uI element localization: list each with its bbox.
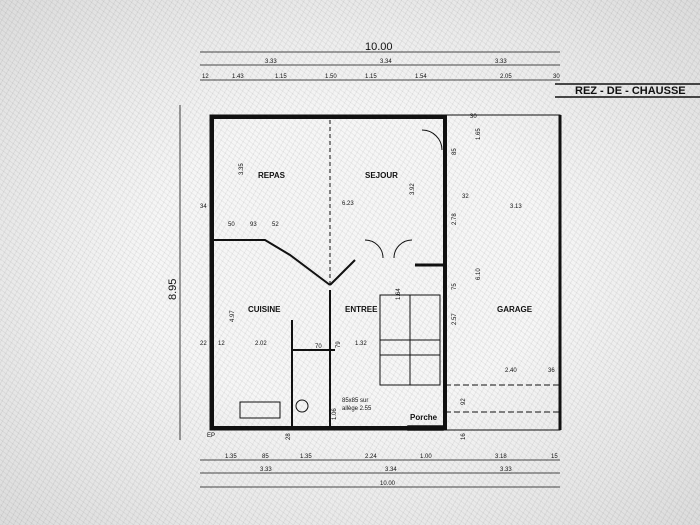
dim: 1.35: [225, 454, 237, 460]
interior-dimension: 2.02: [255, 341, 267, 347]
dim: 30: [553, 74, 560, 80]
dim: 1.15: [365, 74, 377, 80]
interior-dimension: 1.32: [355, 341, 367, 347]
dim: 12: [202, 74, 209, 80]
interior-dimension: 16: [461, 433, 467, 440]
dim-total-width: 10.00: [365, 41, 393, 53]
interior-dimension: 2.78: [452, 213, 458, 225]
dim: 3.18: [495, 454, 507, 460]
dim: 10.00: [380, 481, 396, 487]
interior-dimension: 52: [272, 222, 279, 228]
interior-dimension: 93: [250, 222, 257, 228]
dim: 15: [551, 454, 558, 460]
window-note: 85x85 sur: [342, 398, 368, 404]
interior-dimension: 3.13: [510, 204, 522, 210]
outer-outline: [209, 114, 561, 431]
window-note: allège 2.55: [342, 406, 372, 412]
room-entree: ENTREE: [345, 305, 378, 314]
interior-dimension: 34: [200, 204, 207, 210]
walls: [209, 114, 562, 431]
sink: [239, 401, 281, 419]
interior-dimension: 2.57: [452, 313, 458, 325]
interior-dimension: 28: [286, 433, 292, 440]
dim: 2.05: [500, 74, 512, 80]
dim: 3.33: [260, 467, 272, 473]
interior-dimension: 1.65: [476, 128, 482, 140]
interior-dimension: 1.06: [332, 408, 338, 420]
interior-dimension: 92: [461, 398, 467, 405]
interior-dimensions: 3.35 6.23 3.92 4.97 2.02 2.57 2.78 3.13 6.10 2.40…: [200, 114, 555, 440]
toilet: [295, 399, 309, 413]
interior-dimension: 6.23: [342, 201, 354, 207]
room-porche: Porche: [410, 413, 438, 422]
dim: 2.24: [365, 454, 377, 460]
interior-dimension: 75: [452, 283, 458, 290]
interior-dimension: 79: [336, 341, 342, 348]
dim: 3.33: [265, 59, 277, 65]
interior-dimension: 50: [228, 222, 235, 228]
dim: 1.00: [420, 454, 432, 460]
interior-dimension: 85: [452, 148, 458, 155]
interior-dimension: 70: [315, 344, 322, 350]
interior-dimension: 12: [218, 341, 225, 347]
interior-dimension: 30: [470, 114, 477, 120]
interior-dimension: 6.10: [476, 268, 482, 280]
dim: 1.54: [415, 74, 427, 80]
interior-dimension: 1.64: [396, 288, 402, 300]
room-garage: GARAGE: [497, 305, 533, 314]
dim: 3.33: [500, 467, 512, 473]
room-sejour: SEJOUR: [365, 171, 398, 180]
interior-dimension: 32: [462, 194, 469, 200]
dim: 1.43: [232, 74, 244, 80]
interior-dimension: 3.92: [410, 183, 416, 195]
interior-dimension: 2.40: [505, 368, 517, 374]
dim: 85: [262, 454, 269, 460]
dim: 1.50: [325, 74, 337, 80]
dim: 3.33: [495, 59, 507, 65]
plan-title: REZ - DE - CHAUSSE: [575, 85, 686, 97]
room-repas: REPAS: [258, 171, 286, 180]
interior-dimension: 4.97: [230, 310, 236, 322]
dim: 1.15: [275, 74, 287, 80]
room-cuisine: CUISINE: [248, 305, 281, 314]
dim: 3.34: [380, 59, 392, 65]
interior-dimension: 36: [548, 368, 555, 374]
dim-total-height: 8.95: [167, 279, 179, 300]
dimension-lines: [179, 51, 700, 488]
interior-dimension: 3.35: [239, 163, 245, 175]
dim: 3.34: [385, 467, 397, 473]
interior-dimension: 22: [200, 341, 207, 347]
ep-label: EP: [207, 433, 215, 439]
dim: 1.35: [300, 454, 312, 460]
